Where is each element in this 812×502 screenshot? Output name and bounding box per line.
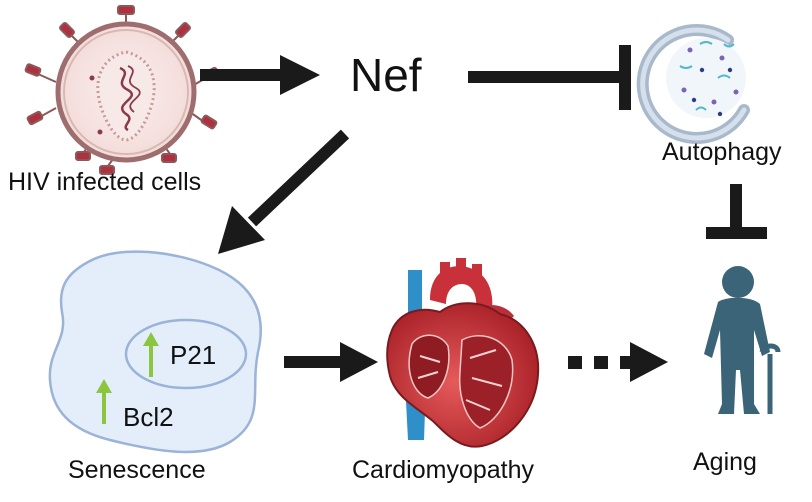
person-head — [722, 266, 754, 298]
elderly-person-icon — [704, 266, 781, 414]
virus-spike — [189, 111, 218, 130]
edge-nef-autophagy — [468, 45, 631, 110]
virus-spike — [59, 22, 85, 49]
virus-inner-membrane — [63, 29, 189, 155]
node-label-p21: P21 — [170, 340, 217, 370]
cell-nucleus — [124, 318, 248, 390]
virus-capsid — [96, 50, 156, 142]
heart-icon — [386, 258, 540, 448]
edge-autophagy-aging — [706, 184, 767, 239]
node-label-cardiomyopathy: Cardiomyopathy — [352, 456, 535, 484]
person-body — [704, 297, 770, 414]
virus-spike — [24, 63, 57, 83]
hiv-virus-icon — [24, 5, 220, 175]
up-arrow-icon — [96, 379, 112, 424]
node-label-nef: Nef — [350, 49, 422, 101]
node-label-aging: Aging — [693, 448, 757, 476]
autophagosome-icon — [636, 24, 750, 144]
virus-rna — [127, 65, 141, 113]
cane-icon — [759, 343, 781, 414]
virus-protein — [97, 129, 103, 135]
virus-spike — [26, 107, 57, 126]
node-label-hiv: HIV infected cells — [8, 168, 202, 196]
virus-protein — [89, 75, 95, 81]
senescent-cell-icon — [48, 250, 262, 454]
heart-chamber — [408, 334, 450, 399]
edge-cardiomyopathy-aging — [568, 342, 668, 382]
edge-senescence-cardiomyopathy — [284, 342, 378, 382]
node-label-bcl2: Bcl2 — [123, 402, 174, 432]
node-label-autophagy: Autophagy — [662, 138, 782, 166]
edge-nef-senescence — [218, 129, 350, 254]
edge-hiv-nef — [200, 55, 320, 95]
heart-valve — [417, 355, 441, 379]
heart-valve — [465, 349, 503, 411]
up-arrow-icon — [143, 332, 159, 377]
virus-rna — [119, 66, 133, 132]
node-label-senescence: Senescence — [68, 456, 206, 484]
